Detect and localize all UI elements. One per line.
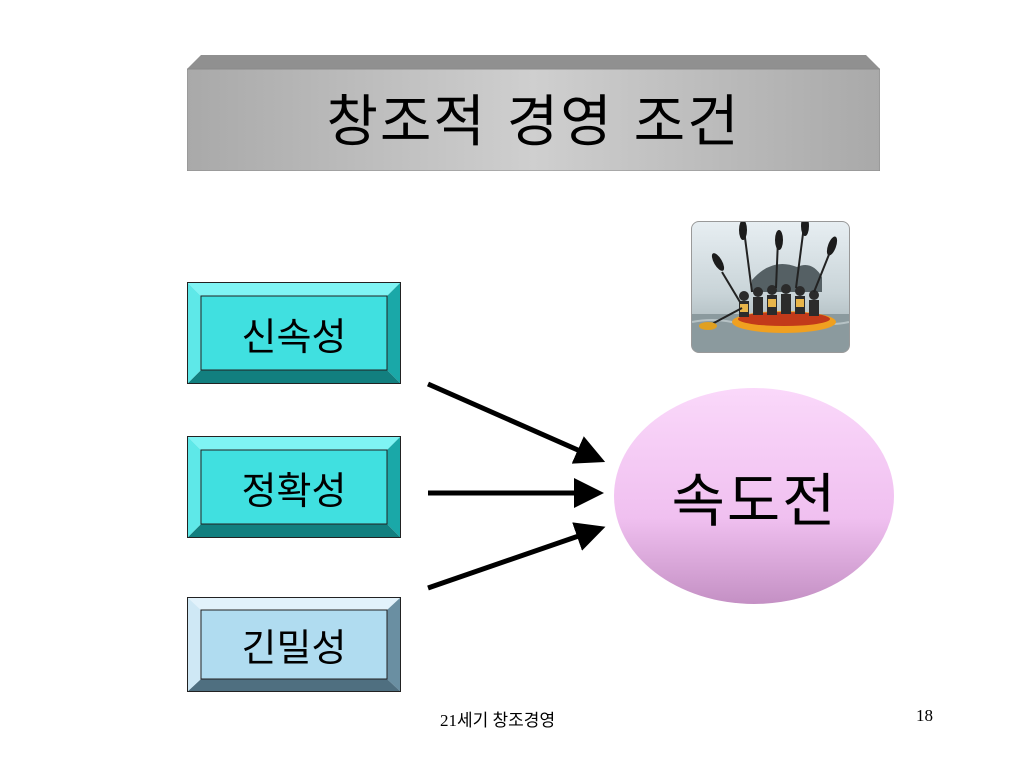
arrows-group [426,381,606,591]
target-label: 속도전 [671,467,838,535]
box-speed: 신속성 [187,282,401,384]
target-ellipse: 속도전 [612,386,897,606]
footer-text: 21세기 창조경영 [440,711,556,730]
rafting-photo-icon [691,221,850,353]
arrow-bottom [427,522,606,591]
title-banner-shape [187,55,880,171]
title-banner: 창조적 경영 조건 [187,55,880,171]
box-closeness: 긴밀성 [187,597,401,692]
page-number: 18 [916,706,933,725]
box-accuracy: 정확성 [187,436,401,538]
page-title: 창조적 경영 조건 [326,89,741,155]
arrow-top [426,381,606,464]
box-label-speed: 신속성 [241,314,347,359]
box-label-closeness: 긴밀성 [241,626,347,670]
box-label-accuracy: 정확성 [241,468,347,513]
